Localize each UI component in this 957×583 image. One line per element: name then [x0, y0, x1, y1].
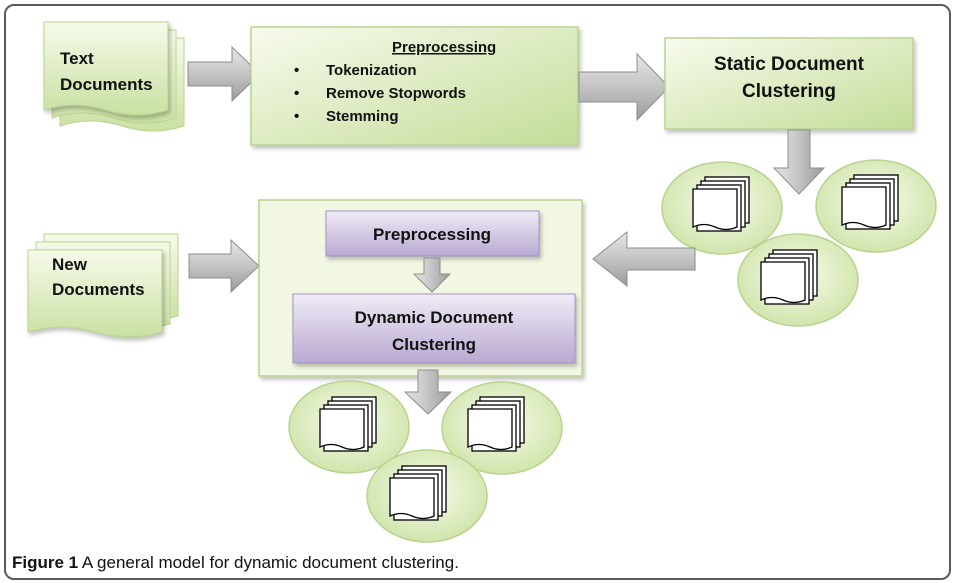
caption-label: Figure 1 — [12, 553, 79, 572]
document-stack-icon — [467, 396, 525, 452]
dynamic-cluster-2 — [441, 381, 563, 475]
dynamic-clustering-label-1: Dynamic Document — [355, 308, 514, 327]
step-remove-stopwords: Remove Stopwords — [326, 85, 466, 102]
dynamic-container: Preprocessing Dynamic Document Clusterin… — [258, 199, 583, 377]
new-documents-label-2: Documents — [52, 280, 145, 299]
bullet-1: • — [294, 62, 299, 79]
figure-caption: Figure 1 A general model for dynamic doc… — [12, 553, 459, 573]
document-stack-icon — [760, 249, 818, 305]
caption-text: A general model for dynamic document clu… — [78, 553, 459, 572]
document-stack-icon — [319, 396, 377, 452]
dynamic-clustering-label-2: Clustering — [392, 335, 476, 354]
dynamic-clustering-box — [292, 293, 576, 364]
static-cluster-3 — [737, 233, 859, 327]
static-cluster-1 — [661, 161, 783, 255]
static-clusters — [661, 159, 937, 327]
arrow-dynamic-down — [403, 369, 453, 415]
new-documents-stack: New Documents — [27, 233, 179, 338]
arrow-to-static-clustering — [578, 52, 670, 122]
text-documents-label-1: Text — [60, 49, 94, 68]
arrow-new-to-dynamic — [188, 238, 260, 294]
arrow-to-preprocessing — [187, 45, 261, 103]
dynamic-cluster-3 — [366, 449, 488, 543]
static-clustering-label-2: Clustering — [742, 81, 836, 102]
document-stack-icon — [841, 174, 899, 230]
static-clustering-box: Static Document Clustering — [664, 37, 914, 130]
arrow-static-down — [772, 129, 826, 195]
bullet-2: • — [294, 85, 299, 102]
text-documents-stack: Text Documents — [43, 21, 185, 132]
inner-preprocessing-label: Preprocessing — [373, 225, 491, 244]
preprocessing-title: Preprocessing — [392, 39, 496, 56]
static-clustering-label-1: Static Document — [714, 54, 865, 75]
static-cluster-2 — [815, 159, 937, 253]
dynamic-cluster-1 — [288, 380, 410, 474]
dynamic-clusters — [288, 380, 563, 543]
arrow-clusters-to-dynamic — [592, 230, 696, 288]
step-stemming: Stemming — [326, 108, 399, 125]
inner-preprocessing-box — [325, 210, 540, 257]
arrow-preprocessing-down — [412, 257, 452, 293]
figure-frame — [4, 4, 951, 580]
step-tokenization: Tokenization — [326, 62, 417, 79]
preprocessing-box: Preprocessing • Tokenization • Remove St… — [250, 26, 579, 146]
bullet-3: • — [294, 108, 299, 125]
document-stack-icon — [389, 465, 447, 521]
text-documents-label-2: Documents — [60, 75, 153, 94]
document-stack-icon — [692, 176, 750, 232]
new-documents-label-1: New — [52, 255, 88, 274]
